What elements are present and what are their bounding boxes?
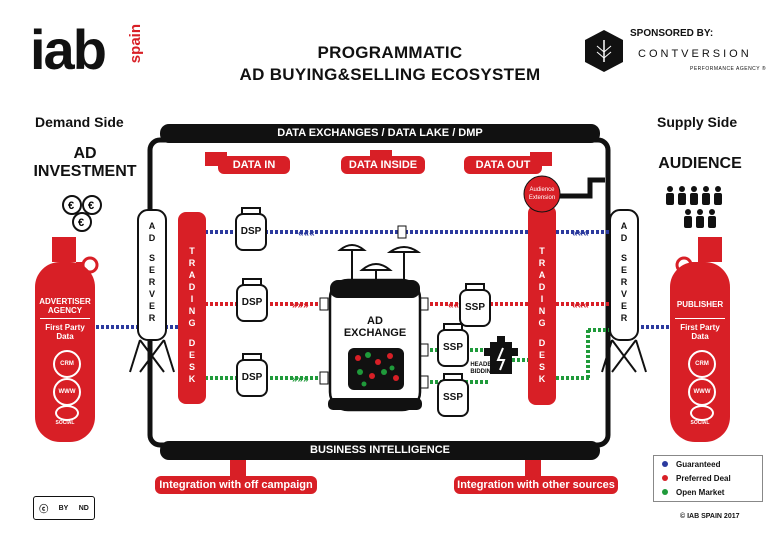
- svg-text:€: €: [78, 217, 84, 229]
- data-out-button[interactable]: DATA OUT: [464, 156, 542, 174]
- ad-exchange-tank: [328, 244, 422, 412]
- svg-text:«««: «««: [448, 300, 465, 311]
- ssp-label-3: SSP: [442, 392, 463, 403]
- legend-item-preferred: Preferred Deal: [662, 472, 762, 484]
- svg-text:€: €: [68, 200, 74, 212]
- publisher-label: PUBLISHER: [676, 300, 724, 309]
- data-inside-button[interactable]: DATA INSIDE: [341, 156, 425, 174]
- legend-item-guaranteed: Guaranteed: [662, 458, 762, 470]
- iab-logo: iab: [30, 18, 107, 81]
- advertiser-divider: [40, 318, 90, 319]
- euro-coins-icon: € € €: [62, 195, 102, 232]
- crm-icon: CRM: [688, 350, 716, 378]
- integration-off-campaign-button[interactable]: Integration with off campaign: [155, 476, 317, 494]
- ad-server-right-tower: [601, 209, 647, 373]
- data-exchanges-bar: DATA EXCHANGES / DATA LAKE / DMP: [160, 124, 600, 143]
- svg-text:«««: «««: [298, 228, 315, 239]
- copyright: © IAB SPAIN 2017: [680, 513, 740, 520]
- trading-desk-left: [178, 212, 206, 404]
- social-icon: [690, 405, 714, 421]
- audience-heading: AUDIENCE: [658, 155, 742, 172]
- ssp-label-1: SSP: [464, 302, 485, 313]
- header-bidding-unit: [484, 336, 518, 374]
- business-intelligence-bar: BUSINESS INTELLIGENCE: [160, 441, 600, 460]
- demand-side-label: Demand Side: [35, 114, 124, 130]
- www-icon: WWW: [53, 378, 81, 406]
- dsp-label-1: DSP: [240, 226, 262, 237]
- creative-commons-badge: ⓒ BY ND: [33, 496, 95, 520]
- cc-nd-icon: ND: [78, 504, 89, 512]
- svg-text:«««: «««: [572, 228, 589, 239]
- audience-people-icon: [666, 186, 722, 228]
- integration-other-sources-button[interactable]: Integration with other sources: [454, 476, 618, 494]
- dsp-label-3: DSP: [241, 372, 263, 383]
- social-icon: [55, 405, 79, 421]
- page-title: PROGRAMMATIC AD BUYING&SELLING ECOSYSTEM: [239, 43, 541, 84]
- ad-server-left-tower: [129, 209, 175, 373]
- svg-text:»»»: »»»: [292, 374, 309, 385]
- cc-icon: ⓒ: [39, 503, 49, 514]
- svg-text:»»»: »»»: [292, 300, 309, 311]
- audience-extension-bubble: [523, 175, 561, 213]
- social-label: SOCIAL: [690, 420, 710, 426]
- supply-side-label: Supply Side: [657, 114, 738, 130]
- sponsor-tagline: PERFORMANCE AGENCY ®: [690, 66, 767, 72]
- preferred-dot-icon: [662, 475, 668, 481]
- publisher-divider: [675, 318, 725, 319]
- sponsor-name: CONTVERSION: [638, 48, 752, 60]
- cc-by-icon: BY: [58, 504, 69, 512]
- sponsor-label: SPONSORED BY:: [630, 28, 714, 39]
- open-market-dot-icon: [662, 489, 668, 495]
- ssp-label-2: SSP: [442, 342, 463, 353]
- data-in-button[interactable]: DATA IN: [218, 156, 290, 174]
- legend: Guaranteed Preferred Deal Open Market: [653, 455, 763, 502]
- svg-text:«««: «««: [572, 300, 589, 311]
- dsp-label-2: DSP: [241, 297, 263, 308]
- www-icon: WWW: [688, 378, 716, 406]
- social-label: SOCIAL: [55, 420, 75, 426]
- trading-desk-right: [528, 205, 556, 405]
- ad-investment-heading: AD INVESTMENT: [33, 145, 137, 180]
- contversion-logo-icon: [585, 30, 623, 72]
- crm-icon: CRM: [53, 350, 81, 378]
- legend-item-open-market: Open Market: [662, 486, 762, 498]
- svg-text:€: €: [88, 200, 94, 212]
- guaranteed-dot-icon: [662, 461, 668, 467]
